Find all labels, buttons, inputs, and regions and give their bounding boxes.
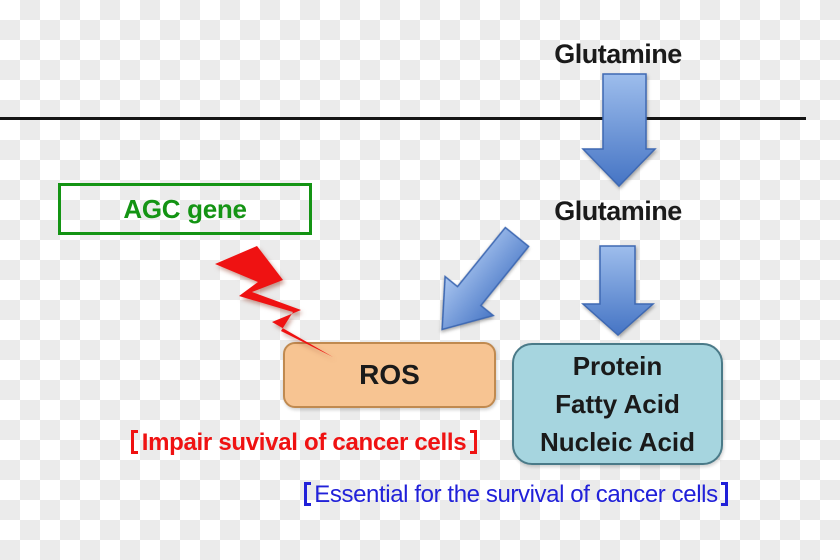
glutamine-to-ros-arrow-icon — [441, 226, 530, 331]
products-line-nucleic-acid: Nucleic Acid — [539, 427, 696, 457]
ros-label: ROS — [359, 359, 420, 390]
lightning-bolt-icon — [215, 246, 333, 357]
caption-impair-survival: Impair suvival of cancer cells — [84, 429, 524, 457]
glutamine-import-arrow-icon — [581, 73, 657, 188]
caption-essential-text: Essential for the survival of cancer cel… — [314, 481, 718, 508]
ros-box: ROS — [283, 342, 496, 408]
membrane-line — [0, 117, 806, 120]
glutamine-label-inner: Glutamine — [554, 196, 682, 226]
products-box: Protein Fatty Acid Nucleic Acid — [512, 343, 723, 465]
lenticular-bracket-close-icon — [469, 429, 477, 455]
agc-gene-label: AGC gene — [123, 193, 247, 224]
lenticular-bracket-open-icon — [303, 481, 311, 507]
lenticular-bracket-open-icon — [131, 429, 139, 455]
glutamine-to-products-arrow-icon — [581, 245, 655, 337]
glutamine-label-top: Glutamine — [554, 39, 682, 69]
caption-essential-survival: Essential for the survival of cancer cel… — [266, 481, 766, 509]
caption-impair-text: Impair suvival of cancer cells — [141, 429, 467, 456]
products-line-fatty-acid: Fatty Acid — [555, 389, 680, 419]
products-line-protein: Protein — [572, 351, 663, 381]
lenticular-bracket-close-icon — [721, 481, 729, 507]
agc-gene-box: AGC gene — [58, 183, 312, 235]
